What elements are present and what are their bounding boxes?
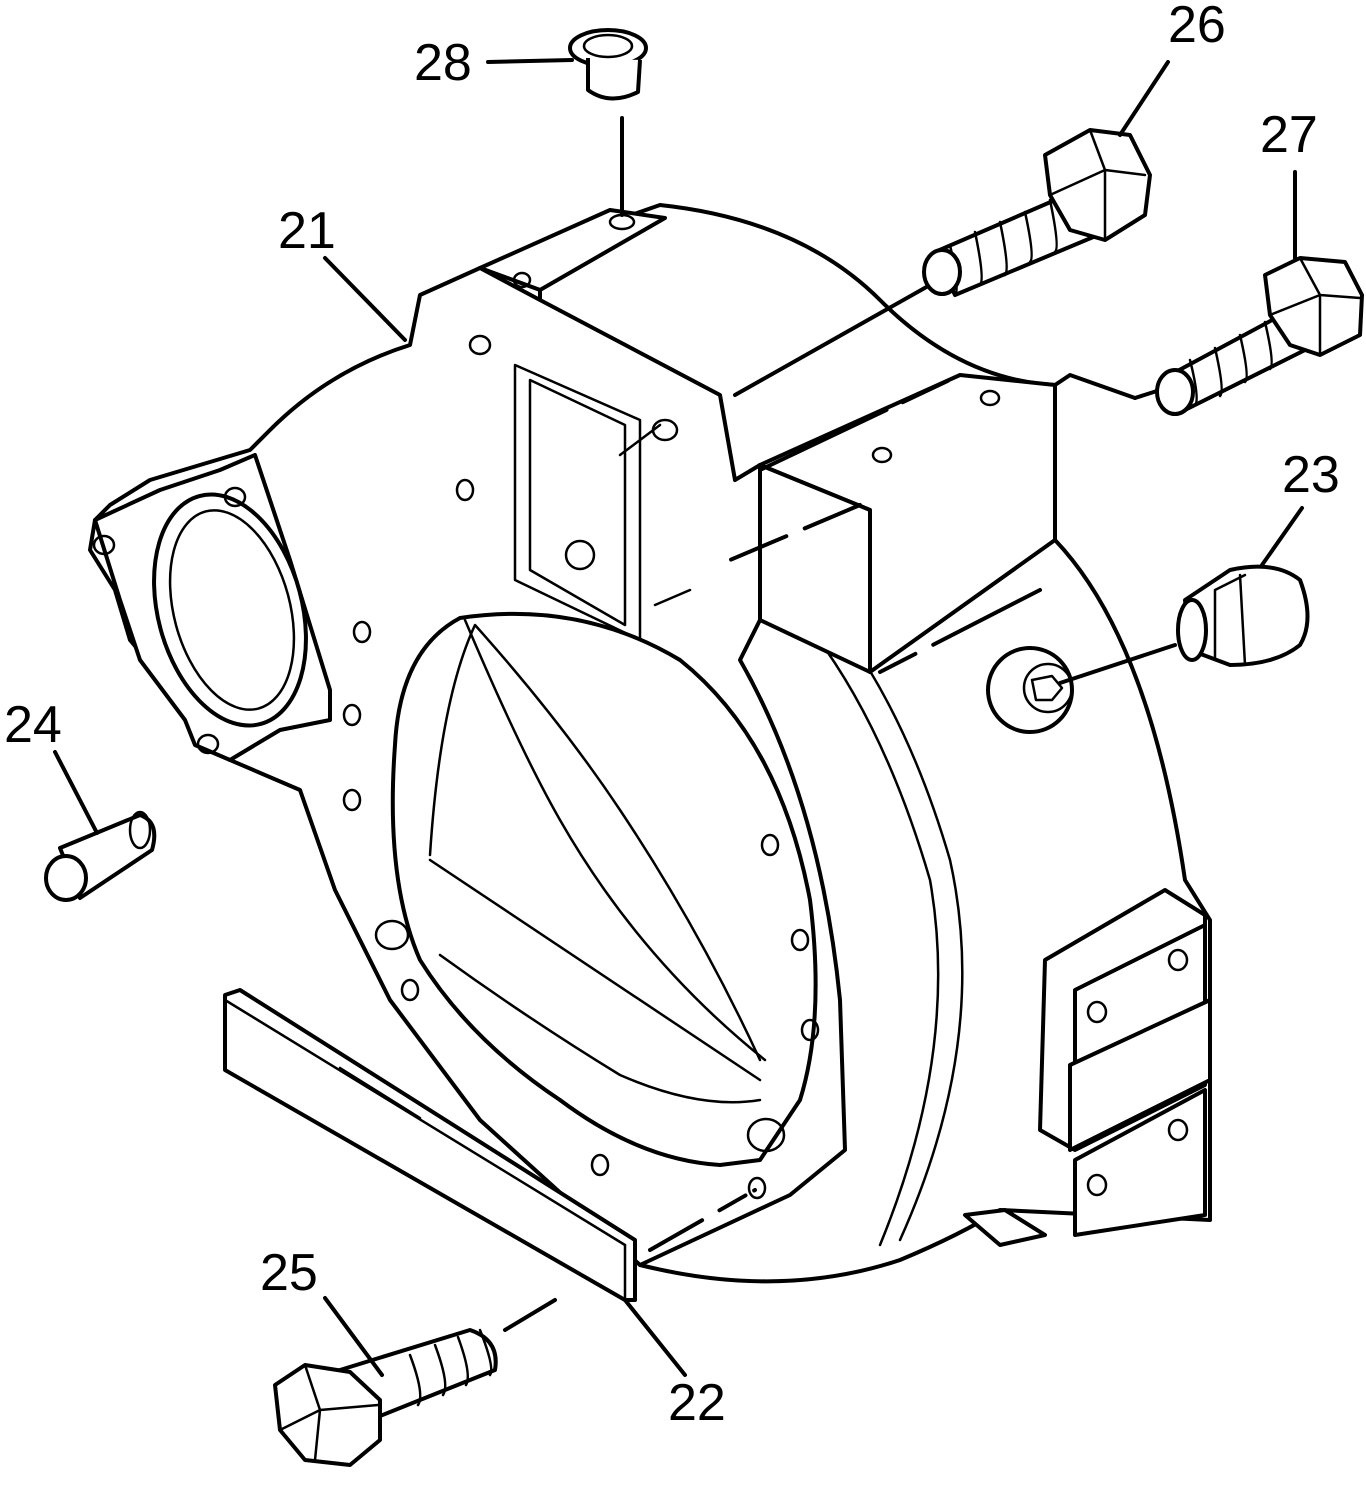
bolt-part-26 [922,128,1152,297]
callout-26: 26 [1168,0,1226,54]
flywheel-housing [88,203,1212,1284]
leader-21 [323,256,407,342]
assembly-leader-lines [503,116,1177,1332]
leader-25 [323,1296,384,1377]
plug-part-28 [568,28,648,101]
callout-21: 21 [278,202,336,260]
gasket-plate [223,988,637,1302]
leader-26 [1118,60,1170,137]
bolt-part-25 [273,1328,498,1467]
callout-leaders [53,58,1304,1377]
bolt-part-27 [1155,256,1364,416]
callout-23: 23 [1282,446,1340,504]
callout-25: 25 [260,1244,318,1302]
callout-28: 28 [414,34,472,92]
leader-24 [53,750,99,835]
callout-24: 24 [4,696,62,754]
callout-22: 22 [668,1374,726,1432]
leader-23 [1260,506,1304,567]
callout-27: 27 [1260,106,1318,164]
cap-nut-part-23 [1176,564,1310,667]
callout-labels: 28 26 27 21 23 24 25 22 [4,0,1340,1432]
dowel-pin-part-24 [44,810,157,902]
leader-28 [486,58,574,64]
leader-22 [623,1298,687,1377]
